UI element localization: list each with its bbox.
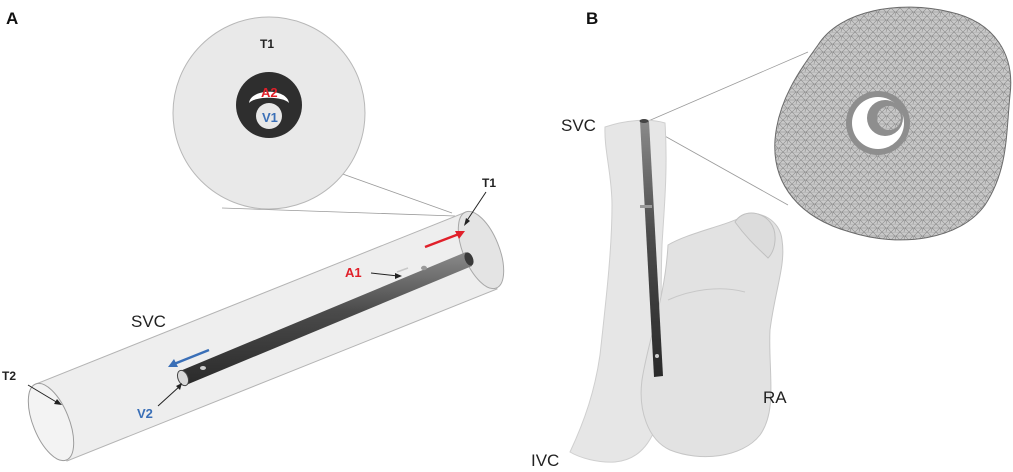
catheter-rod-a [176,252,474,387]
zoom-title: T1 [260,37,274,51]
mesh-outline [774,6,1012,241]
ivc-label: IVC [531,451,559,470]
venous-port-leader-arrowhead [176,383,182,390]
panel-a-letter: A [6,9,18,28]
vessel-label-a: SVC [131,312,166,331]
panel-b: B SVC RA IVC [531,6,1012,470]
cross-section-zoom: T1 A2 V1 [172,16,366,210]
heart-geometry [569,119,784,463]
catheter-shaft [180,252,472,385]
lumen-arterial-label: A2 [261,85,278,100]
inlet-leader-line [27,384,59,404]
atrial-appendage [734,212,776,259]
inlet-leader-arrowhead [54,399,62,405]
catheter-hole-b [655,354,659,358]
catheter-arterial-tip [464,252,474,266]
inlet-label: T2 [2,369,16,383]
venous-tip [176,369,190,387]
venous-port-leader [157,385,181,407]
zoom-guide-line-lower [221,207,456,217]
catheter-step-b [640,205,652,208]
arterial-lumen [249,91,289,103]
mesh-venous-lumen [877,106,901,130]
venous-flow-arrowhead [168,359,178,367]
venous-port-label: V2 [137,406,153,421]
ra-label: RA [763,388,787,407]
arterial-port-leader-arrowhead [395,273,402,279]
mesh-guide-line-lower [653,129,789,206]
arterial-port-step [396,267,409,273]
catheter-rod-b [639,119,663,377]
panel-a: A T1 A2 V1 [2,9,505,462]
svc-label-b: SVC [561,116,596,135]
cylinder-inlet-end [27,382,75,462]
catheter-shaft-b [640,121,663,377]
venous-side-hole [200,366,206,370]
mesh-guide-line-upper [645,51,809,123]
mesh-cross-section [774,6,1012,241]
arterial-side-hole [421,265,427,271]
outlet-leader-line [465,191,487,223]
venous-lumen [256,103,282,129]
catheter-tip-b [639,119,649,123]
lumen-venous-label: V1 [262,110,278,125]
arterial-port-leader [370,272,399,277]
atrium-ridge [667,288,746,301]
arterial-flow-arrowhead [455,231,465,239]
outlet-leader-arrowhead [464,218,470,226]
arterial-port-label: A1 [345,265,362,280]
outlet-label: T1 [482,176,496,190]
venous-flow-arrow [173,348,210,366]
arterial-flow-arrow [424,232,460,249]
panel-b-letter: B [586,9,598,28]
